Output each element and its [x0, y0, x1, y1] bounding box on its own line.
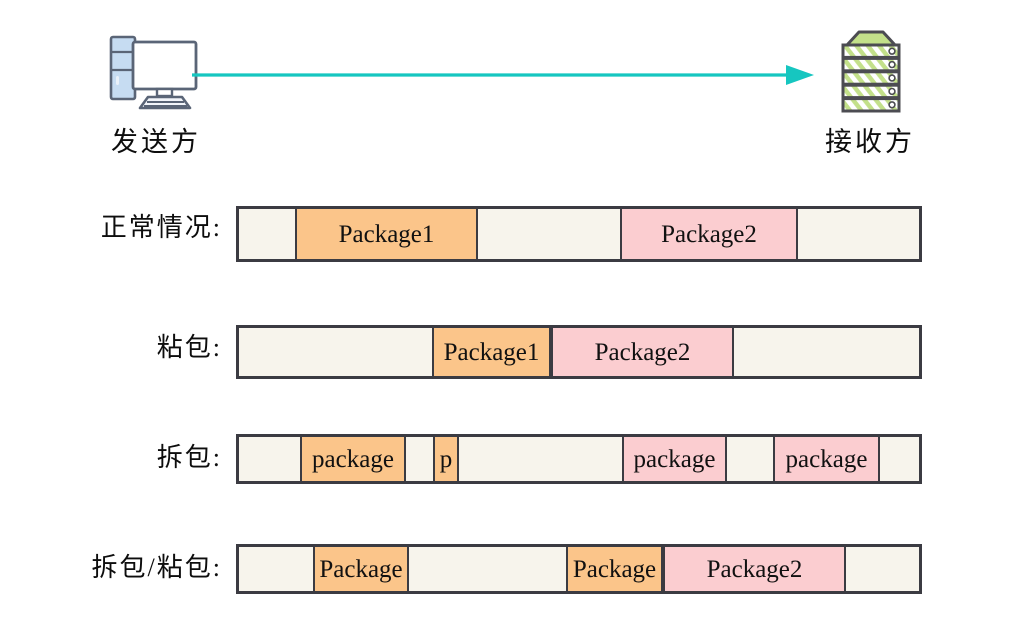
packet-segment: Package1 — [432, 328, 551, 376]
sender-node: 发送方 — [76, 22, 236, 159]
sender-label: 发送方 — [111, 127, 201, 157]
packet-segment: package — [773, 437, 880, 481]
receiver-icon-wrap — [780, 22, 960, 114]
packet-segment: Package — [566, 547, 663, 591]
packet-segment: Package2 — [551, 328, 734, 376]
stream-bar-normal: Package1 Package2 — [236, 206, 922, 262]
row-label-split: 拆包: — [156, 443, 222, 472]
packet-segment: Package2 — [663, 547, 846, 591]
packet-segment: package — [300, 437, 406, 481]
row-label-normal: 正常情况: — [100, 213, 222, 242]
endpoints-section: 发送方 — [0, 0, 1028, 180]
receiver-label: 接收方 — [825, 127, 915, 157]
packet-segment: Package2 — [620, 209, 798, 259]
row-split: 拆包: package p package package — [0, 425, 1028, 484]
packet-segment: Package — [313, 547, 409, 591]
row-normal: 正常情况: Package1 Package2 — [0, 192, 1028, 262]
arrow-right-icon — [192, 65, 814, 85]
row-label-sticky: 粘包: — [156, 333, 222, 362]
stream-bar-split-sticky: Package Package Package2 — [236, 544, 922, 594]
sender-icon-wrap — [76, 22, 236, 114]
stream-bar-sticky: Package1 Package2 — [236, 325, 922, 379]
packet-segment: Package1 — [295, 209, 478, 259]
row-label-split-sticky: 拆包/粘包: — [91, 553, 222, 582]
packet-segment: p — [433, 437, 459, 481]
row-split-sticky: 拆包/粘包: Package Package Package2 — [0, 535, 1028, 594]
desktop-computer-icon — [109, 35, 198, 110]
packet-segment: package — [622, 437, 727, 481]
stream-bar-split: package p package package — [236, 434, 922, 484]
receiver-node: 接收方 — [780, 22, 960, 159]
packet-rows-section: 正常情况: Package1 Package2 粘包: Package1 Pac… — [0, 180, 1028, 634]
server-rack-icon — [841, 30, 901, 113]
row-sticky: 粘包: Package1 Package2 — [0, 311, 1028, 379]
